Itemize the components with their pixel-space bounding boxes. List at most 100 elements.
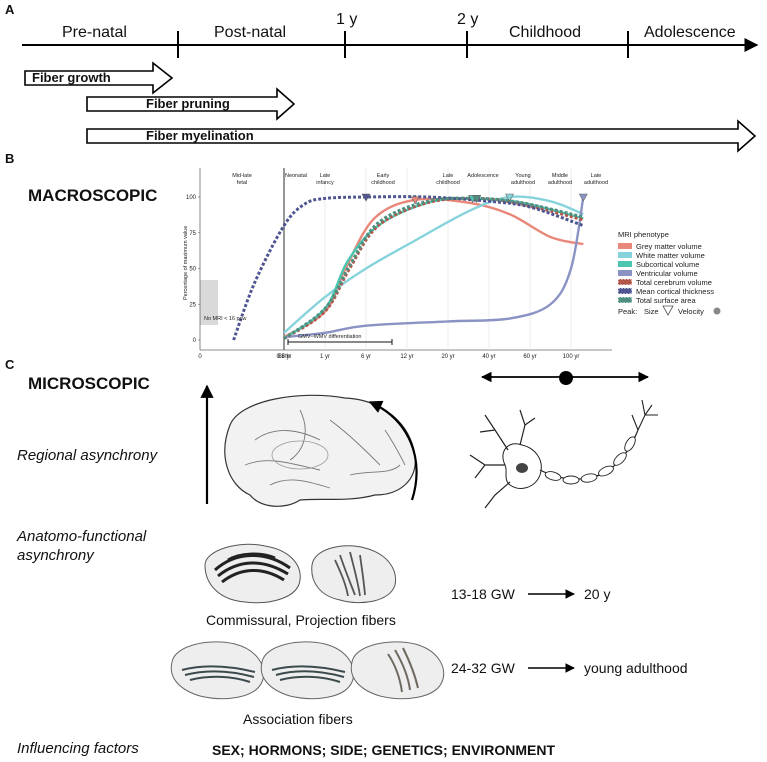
association-brain-illustration-1 (170, 641, 265, 700)
y-tick-label-2: 50 (189, 267, 196, 273)
y-tick-label-1: 25 (189, 302, 196, 308)
neuron-illustration (469, 371, 658, 509)
commissural-brain-illustration (204, 543, 301, 604)
peak-marker-mean-cortical-thickness (361, 193, 371, 202)
projection-brain-illustration (311, 545, 397, 604)
period-label-1: Neonatal (285, 173, 307, 179)
peak-marker-total-surface-area (472, 195, 482, 204)
legend-velocity-dot (713, 307, 721, 315)
series-total-surface-area (283, 196, 584, 340)
legend-swatch-grey-matter-volume (618, 243, 632, 249)
timeline-1-end: 20 y (584, 586, 611, 602)
legend-peak-label: Peak: (618, 307, 637, 316)
stage-prenatal: Pre-natal (62, 24, 127, 41)
no-mri-box (200, 280, 218, 325)
macroscopic-title: MACROSCOPIC (28, 186, 158, 205)
legend-velocity-label: Velocity (678, 307, 704, 316)
commissural-caption: Commissural, Projection fibers (206, 612, 396, 628)
peak-marker-ventricular-volume (578, 193, 588, 202)
x-tick-label-9: 100 yr (563, 354, 580, 360)
fiber-pruning-arrow (86, 87, 296, 121)
y-tick-label-4: 100 (186, 195, 197, 201)
stage-1y: 1 y (336, 11, 358, 28)
x-tick-label-1: Birth (278, 354, 290, 360)
legend-swatch-subcortical-volume (618, 261, 632, 267)
microscopic-illustration (170, 371, 658, 700)
legend-swatch-white-matter-volume (618, 252, 632, 258)
influencing-factors-label: Influencing factors (17, 740, 139, 757)
anatomo-functional-label: Anatomo-functional asynchrony (17, 528, 147, 564)
series-total-cerebrum-volume (283, 196, 584, 340)
series-subcortical-volume (283, 197, 584, 340)
association-brain-illustration-3 (350, 641, 445, 700)
y-tick-label-0: 0 (193, 338, 197, 344)
x-tick-label-4: 6 yr (361, 354, 371, 360)
peak-marker-grey-matter-volume (410, 196, 420, 205)
influencing-factors-list: SEX; HORMONS; SIDE; GENETICS; ENVIRONMEN… (212, 742, 556, 758)
legend-title: MRI phenotype (618, 230, 669, 239)
x-tick-label-8: 60 yr (523, 354, 536, 360)
panel-b-letter: B (5, 151, 15, 166)
legend-size-label: Size (644, 307, 659, 316)
fiber-growth-arrow (24, 61, 174, 95)
gmv-wmv-annotation: GMV–WMV differentiation (298, 334, 361, 340)
series-white-matter-volume (283, 195, 584, 334)
x-tick-label-3: 1 yr (320, 354, 330, 360)
peak-marker-white-matter-volume (504, 193, 515, 202)
legend-label-total-cerebrum-volume: Total cerebrum volume (636, 278, 712, 287)
timeline-2-start: 24-32 GW (451, 660, 515, 676)
stage-adolescence: Adolescence (644, 24, 736, 41)
legend-label-white-matter-volume: White matter volume (636, 251, 705, 260)
regional-asynchrony-label: Regional asynchrony (17, 447, 158, 464)
legend-swatch-total-cerebrum-volume (617, 278, 633, 286)
fiber-myelination-label: Fiber myelination (146, 128, 254, 143)
stage-childhood: Childhood (509, 24, 582, 41)
x-tick-label-7: 40 yr (482, 354, 495, 360)
stage-2y: 2 y (457, 11, 479, 28)
panel-a-letter: A (5, 2, 15, 17)
legend-size-triangle (662, 305, 674, 316)
legend-swatch-ventricular-volume (618, 270, 632, 276)
y-tick-label-3: 75 (189, 231, 196, 237)
x-tick-label-5: 12 yr (400, 354, 413, 360)
fiber-myelination-arrow (86, 119, 757, 153)
legend-label-mean-cortical-thickness: Mean cortical thickness (636, 287, 714, 296)
no-mri-note: No MRI < 16 pcw (204, 316, 246, 322)
legend-label-subcortical-volume: Subcortical volume (636, 260, 699, 269)
y-axis-label: Percentage of maximum value (183, 226, 189, 300)
regional-curved-arrow (368, 400, 418, 501)
fiber-growth-label: Fiber growth (32, 70, 111, 85)
x-tick-label-2: 0.5 yr (276, 354, 291, 360)
legend-swatch-mean-cortical-thickness (617, 287, 633, 295)
timeline-1-start: 13-18 GW (451, 586, 515, 602)
brain-lateral-illustration (224, 394, 416, 507)
legend-label-total-surface-area: Total surface area (636, 296, 696, 305)
x-tick-label-0: 0 (198, 354, 202, 360)
association-brain-illustration-2 (260, 641, 355, 700)
legend-label-ventricular-volume: Ventricular volume (636, 269, 698, 278)
period-label-5: Adolescence (467, 173, 499, 179)
series-ventricular-volume (283, 196, 585, 339)
series-mean-cortical-thickness (232, 195, 584, 341)
series-grey-matter-volume (283, 197, 584, 339)
legend-swatch-total-surface-area (617, 296, 633, 304)
microscopic-title: MICROSCOPIC (28, 374, 150, 393)
x-tick-label-6: 20 yr (441, 354, 454, 360)
timeline-2-end: young adulthood (584, 660, 688, 676)
fiber-pruning-label: Fiber pruning (146, 96, 230, 111)
association-caption: Association fibers (243, 711, 353, 727)
legend-label-grey-matter-volume: Grey matter volume (636, 242, 702, 251)
neuron-center-dot (559, 371, 573, 385)
stage-postnatal: Post-natal (214, 24, 287, 41)
lifespan-timeline (22, 31, 759, 153)
panel-c-letter: C (5, 357, 15, 372)
